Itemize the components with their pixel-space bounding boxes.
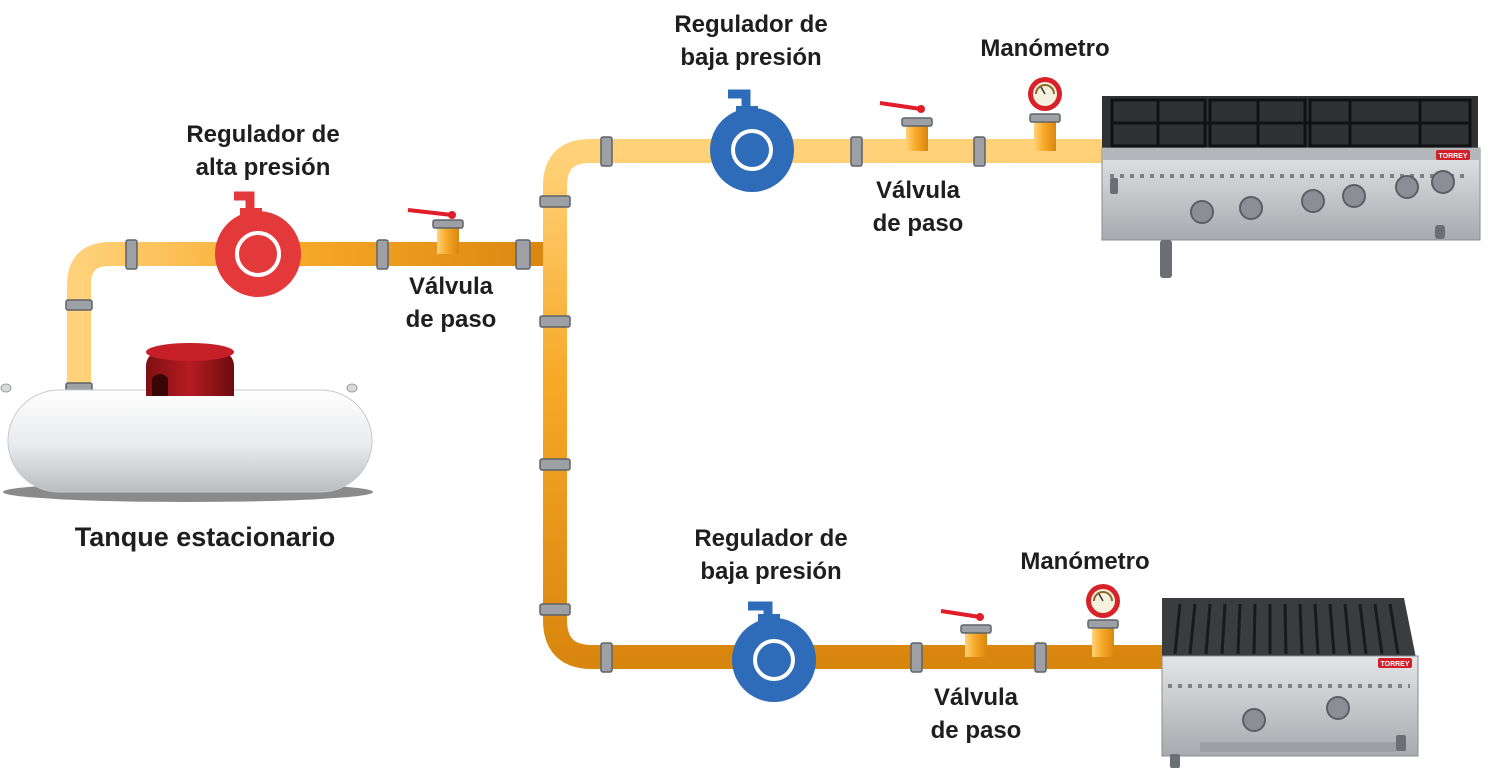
label-high-regulator: Regulador de alta presión — [158, 118, 368, 184]
label-gauge-bottom: Manómetro — [1000, 545, 1170, 578]
fitting — [850, 136, 863, 167]
pipe-network — [67, 117, 1165, 669]
tank-body — [7, 389, 373, 493]
fitting — [901, 117, 933, 127]
label-line: de paso — [930, 717, 1022, 744]
fitting — [600, 642, 613, 673]
valve-main — [407, 208, 456, 219]
fitting — [960, 624, 992, 634]
fitting — [973, 136, 986, 167]
fitting — [539, 603, 571, 616]
label-line: Regulador de — [674, 11, 828, 38]
tank-cap — [146, 343, 234, 396]
label-line: Manómetro — [1020, 548, 1150, 575]
stove-brand-label: TORREY — [1438, 153, 1467, 160]
label-line: de paso — [872, 210, 964, 237]
label-low-regulator-top: Regulador de baja presión — [646, 8, 856, 74]
fitting — [125, 239, 138, 270]
label-line: Regulador de — [186, 121, 340, 148]
label-line: baja presión — [680, 44, 822, 71]
low-pressure-regulator-top — [710, 89, 794, 192]
fitting — [539, 195, 571, 208]
label-gauge-top: Manómetro — [960, 32, 1130, 65]
label-tank: Tanque estacionario — [20, 521, 390, 554]
pipe-stub-gauge-bottom — [1092, 623, 1114, 657]
label-valve-bottom: Válvula de paso — [891, 681, 1061, 747]
valve-top — [879, 101, 925, 113]
fitting — [65, 299, 93, 311]
fitting — [432, 219, 464, 229]
pressure-gauge-bottom — [1086, 584, 1120, 618]
label-valve-main: Válvula de paso — [366, 270, 536, 336]
label-line: baja presión — [700, 558, 842, 585]
pipe-tank-riser — [67, 242, 552, 392]
label-line: alta presión — [195, 154, 331, 181]
low-pressure-regulator-bottom — [732, 601, 816, 702]
label-line: Manómetro — [980, 35, 1110, 62]
fitting — [539, 315, 571, 328]
label-line: de paso — [405, 306, 497, 333]
fitting — [1029, 113, 1061, 123]
fitting — [539, 458, 571, 471]
label-line: Válvula — [875, 177, 961, 204]
fitting — [600, 136, 613, 167]
label-low-regulator-bottom: Regulador de baja presión — [666, 522, 876, 588]
label-line: Válvula — [933, 684, 1019, 711]
pipe-stub-gauge-top — [1034, 117, 1056, 151]
pressure-gauge-top — [1028, 77, 1062, 111]
stove-appliance: TORREY — [1101, 96, 1481, 278]
charbroiler-appliance: TORREY — [1161, 598, 1419, 768]
grill-brand-label: TORREY — [1380, 661, 1409, 668]
stationary-tank — [0, 343, 373, 502]
label-line: Regulador de — [694, 525, 848, 552]
pipe-fittings — [65, 113, 1119, 673]
fitting — [910, 642, 923, 673]
valve-bottom — [940, 609, 984, 621]
fitting — [1034, 642, 1047, 673]
label-line: Tanque estacionario — [74, 522, 336, 552]
label-valve-top: Válvula de paso — [833, 174, 1003, 240]
pipe-stub-valve-main — [437, 222, 459, 254]
high-pressure-regulator — [215, 191, 301, 297]
fitting — [515, 239, 531, 270]
fitting — [1087, 619, 1119, 629]
label-line: Válvula — [408, 273, 494, 300]
fitting — [376, 239, 389, 270]
pipe-stub-valve-bottom — [965, 627, 987, 657]
pipe-main-trunk — [543, 139, 1165, 669]
pipe-stub-valve-top — [906, 120, 928, 151]
